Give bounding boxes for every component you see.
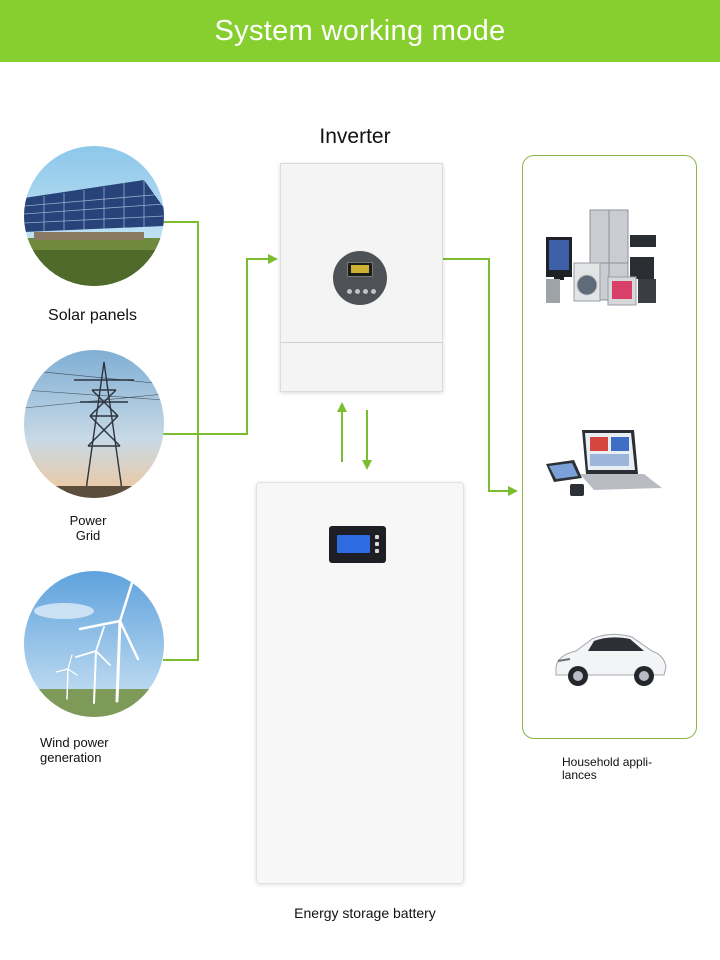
inverter-control-panel bbox=[333, 251, 387, 305]
household-appliances-label: Household appli- lances bbox=[562, 755, 653, 782]
battery-label: Energy storage battery bbox=[294, 905, 436, 921]
inverter-display bbox=[347, 262, 373, 277]
grid-connector bbox=[163, 254, 278, 435]
battery-button bbox=[375, 535, 379, 539]
solar-panels-image bbox=[24, 146, 164, 286]
battery-screen bbox=[337, 535, 370, 553]
inverter-unit bbox=[280, 163, 443, 392]
page-title: System working mode bbox=[214, 14, 506, 47]
inverter-button bbox=[371, 289, 376, 294]
inverter-button bbox=[363, 289, 368, 294]
battery-display bbox=[329, 526, 386, 563]
inverter-button bbox=[347, 289, 352, 294]
battery-button bbox=[375, 549, 379, 553]
wind-power-image bbox=[24, 571, 164, 717]
inverter-label: Inverter bbox=[319, 125, 391, 148]
home-appliances-image bbox=[546, 209, 656, 306]
appliances-box bbox=[522, 155, 697, 739]
solar-connector bbox=[163, 221, 199, 661]
laptop-tablet-image bbox=[546, 430, 662, 496]
inverter-to-appliances-connector bbox=[443, 258, 518, 496]
battery-button bbox=[375, 542, 379, 546]
electric-car-image bbox=[555, 633, 667, 686]
header-banner: System working mode bbox=[0, 0, 720, 62]
power-grid-image bbox=[24, 350, 164, 498]
inverter-button bbox=[355, 289, 360, 294]
inverter-seam bbox=[281, 342, 442, 343]
energy-storage-battery bbox=[256, 482, 464, 884]
solar-panels-label: Solar panels bbox=[48, 307, 137, 324]
wind-power-label: Wind power generation bbox=[40, 735, 109, 765]
power-grid-label: Power Grid bbox=[69, 513, 107, 543]
